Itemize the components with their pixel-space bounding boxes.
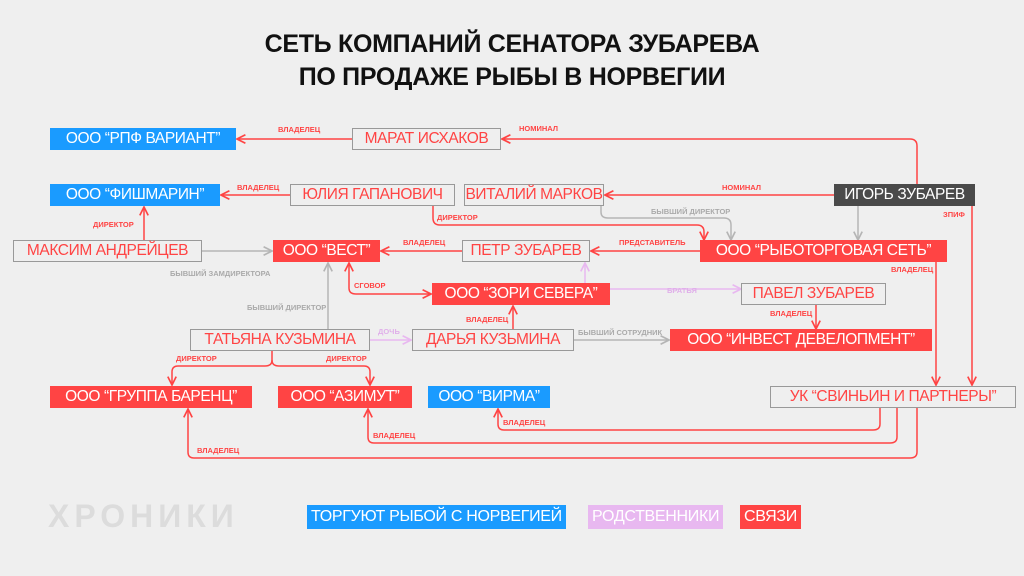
- edge-label: ВЛАДЕЛЕЦ: [403, 238, 446, 247]
- edge-uk-virma: [498, 408, 881, 431]
- edge-igor-marat: [502, 139, 918, 184]
- edge-yulia-rybotorg: [432, 206, 704, 240]
- edge-label: ВЛАДЕЛЕЦ: [373, 431, 416, 440]
- edge-tatyana-azimut: [271, 359, 370, 385]
- khroniki-logo: ХРОНИКИ: [48, 498, 239, 534]
- title-line-2: ПО ПРОДАЖЕ РЫБЫ В НОРВЕГИИ: [298, 63, 726, 91]
- person-vitaly-markov: ВИТАЛИЙ МАРКОВ: [464, 184, 604, 206]
- company-gruppa-barents: ООО “ГРУППА БАРЕНЦ”: [50, 386, 252, 408]
- legend-fish-trade: ТОРГУЮТ РЫБОЙ С НОРВЕГИЕЙ: [307, 505, 566, 529]
- edge-label: НОМИНАЛ: [519, 124, 558, 133]
- person-igor-zubarev: ИГОРЬ ЗУБАРЕВ: [834, 184, 975, 206]
- edge-vitaly-rybotorg: [600, 206, 731, 240]
- company-invest-development: ООО “ИНВЕСТ ДЕВЕЛОПМЕНТ”: [670, 329, 932, 351]
- edge-label: ВЛАДЕЛЕЦ: [770, 309, 813, 318]
- legend-relatives: РОДСТВЕННИКИ: [588, 505, 724, 529]
- company-fishmarin: ООО “ФИШМАРИН”: [50, 184, 220, 206]
- edge-label: БЫВШИЙ ДИРЕКТОР: [247, 303, 326, 312]
- company-azimut: ООО “АЗИМУТ”: [278, 386, 412, 408]
- edge-label: ВЛАДЕЛЕЦ: [891, 265, 934, 274]
- edge-label: ДОЧЬ: [378, 327, 400, 336]
- legend-connections: СВЯЗИ: [740, 505, 801, 529]
- person-darya-kuzmina: ДАРЬЯ КУЗЬМИНА: [412, 329, 574, 351]
- company-rybotorgovaya-set: ООО “РЫБОТОРГОВАЯ СЕТЬ”: [700, 240, 947, 262]
- edge-label: ЗПИФ: [943, 210, 965, 219]
- edge-label: БЫВШИЙ ЗАМДИРЕКТОРА: [170, 269, 271, 278]
- edge-label: НОМИНАЛ: [722, 183, 761, 192]
- person-tatyana-kuzmina: ТАТЬЯНА КУЗЬМИНА: [190, 329, 370, 351]
- company-zori-severa: ООО “ЗОРИ СЕВЕРА”: [432, 283, 610, 305]
- company-virma: ООО “ВИРМА”: [428, 386, 550, 408]
- edge-label: ВЛАДЕЛЕЦ: [503, 418, 546, 427]
- edge-label: ВЛАДЕЛЕЦ: [197, 446, 240, 455]
- company-uk-svinyin: УК “СВИНЬИН И ПАРТНЕРЫ”: [770, 386, 1016, 408]
- company-rpf-variant: ООО “РПФ ВАРИАНТ”: [50, 128, 236, 150]
- edge-label: СГОВОР: [354, 281, 385, 290]
- company-vest: ООО “ВЕСТ”: [273, 240, 380, 262]
- edge-label: ПРЕДСТАВИТЕЛЬ: [619, 238, 686, 247]
- edge-uk-azimut: [368, 408, 898, 444]
- edge-label: БЫВШИЙ СОТРУДНИК: [578, 328, 663, 337]
- edge-uk-barents: [188, 408, 918, 459]
- edge-label: ДИРЕКТОР: [326, 354, 367, 363]
- person-yulia-gapanovich: ЮЛИЯ ГАПАНОВИЧ: [290, 184, 455, 206]
- title-line-1: СЕТЬ КОМПАНИЙ СЕНАТОРА ЗУБАРЕВА: [264, 30, 760, 58]
- edge-label: ВЛАДЕЛЕЦ: [278, 125, 321, 134]
- person-petr-zubarev: ПЕТР ЗУБАРЕВ: [462, 240, 590, 262]
- edge-label: БЫВШИЙ ДИРЕКТОР: [651, 207, 730, 216]
- person-marat-iskhakov: МАРАТ ИСХАКОВ: [352, 128, 501, 150]
- person-pavel-zubarev: ПАВЕЛ ЗУБАРЕВ: [741, 283, 886, 305]
- edge-label: ДИРЕКТОР: [437, 213, 478, 222]
- edge-label: ДИРЕКТОР: [176, 354, 217, 363]
- person-maksim-andreytsev: МАКСИМ АНДРЕЙЦЕВ: [13, 240, 202, 262]
- edge-label: БРАТЬЯ: [667, 286, 697, 295]
- edge-label: ВЛАДЕЛЕЦ: [237, 183, 280, 192]
- edge-label: ДИРЕКТОР: [93, 220, 134, 229]
- edge-label: ВЛАДЕЛЕЦ: [466, 315, 509, 324]
- edge-vest-zori: [349, 263, 431, 294]
